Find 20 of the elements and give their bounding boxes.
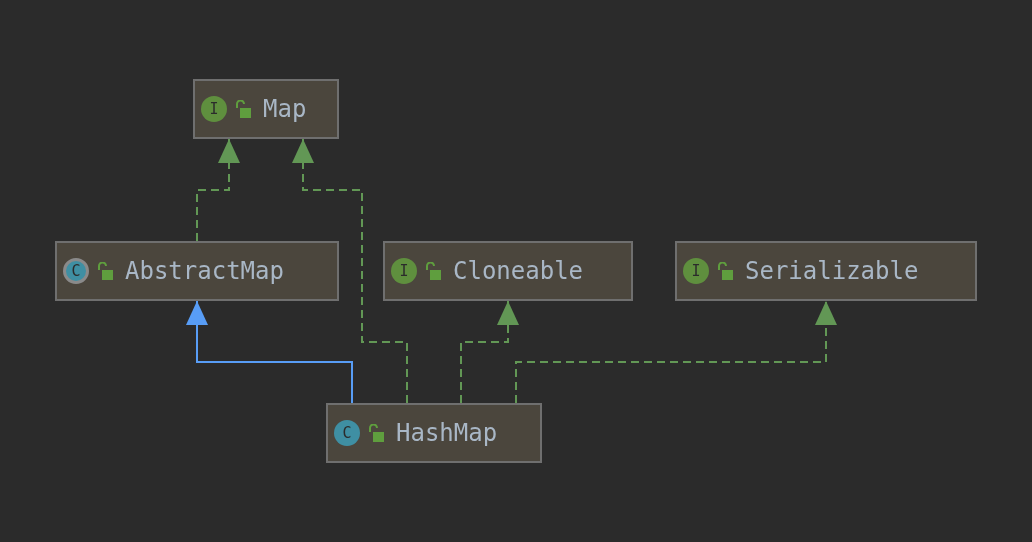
realization-arrow: [292, 138, 408, 404]
class-box: [193, 79, 339, 139]
type-badge: C: [334, 420, 360, 446]
type-badge: I: [201, 96, 227, 122]
type-badge: C: [63, 258, 89, 284]
class-box: [326, 403, 542, 463]
class-name: Map: [263, 95, 307, 123]
class-box: [675, 241, 977, 301]
realization-arrow: [515, 300, 837, 404]
class-box: [55, 241, 339, 301]
realization-arrow: [196, 138, 240, 242]
class-name: HashMap: [396, 419, 498, 447]
class-name: AbstractMap: [125, 257, 284, 285]
class-name: Cloneable: [453, 257, 584, 285]
class-box: [383, 241, 633, 301]
type-badge: I: [391, 258, 417, 284]
type-badge: I: [683, 258, 709, 284]
realization-arrow: [460, 300, 519, 404]
inheritance-arrow: [186, 300, 353, 404]
class-name: Serializable: [745, 257, 919, 285]
